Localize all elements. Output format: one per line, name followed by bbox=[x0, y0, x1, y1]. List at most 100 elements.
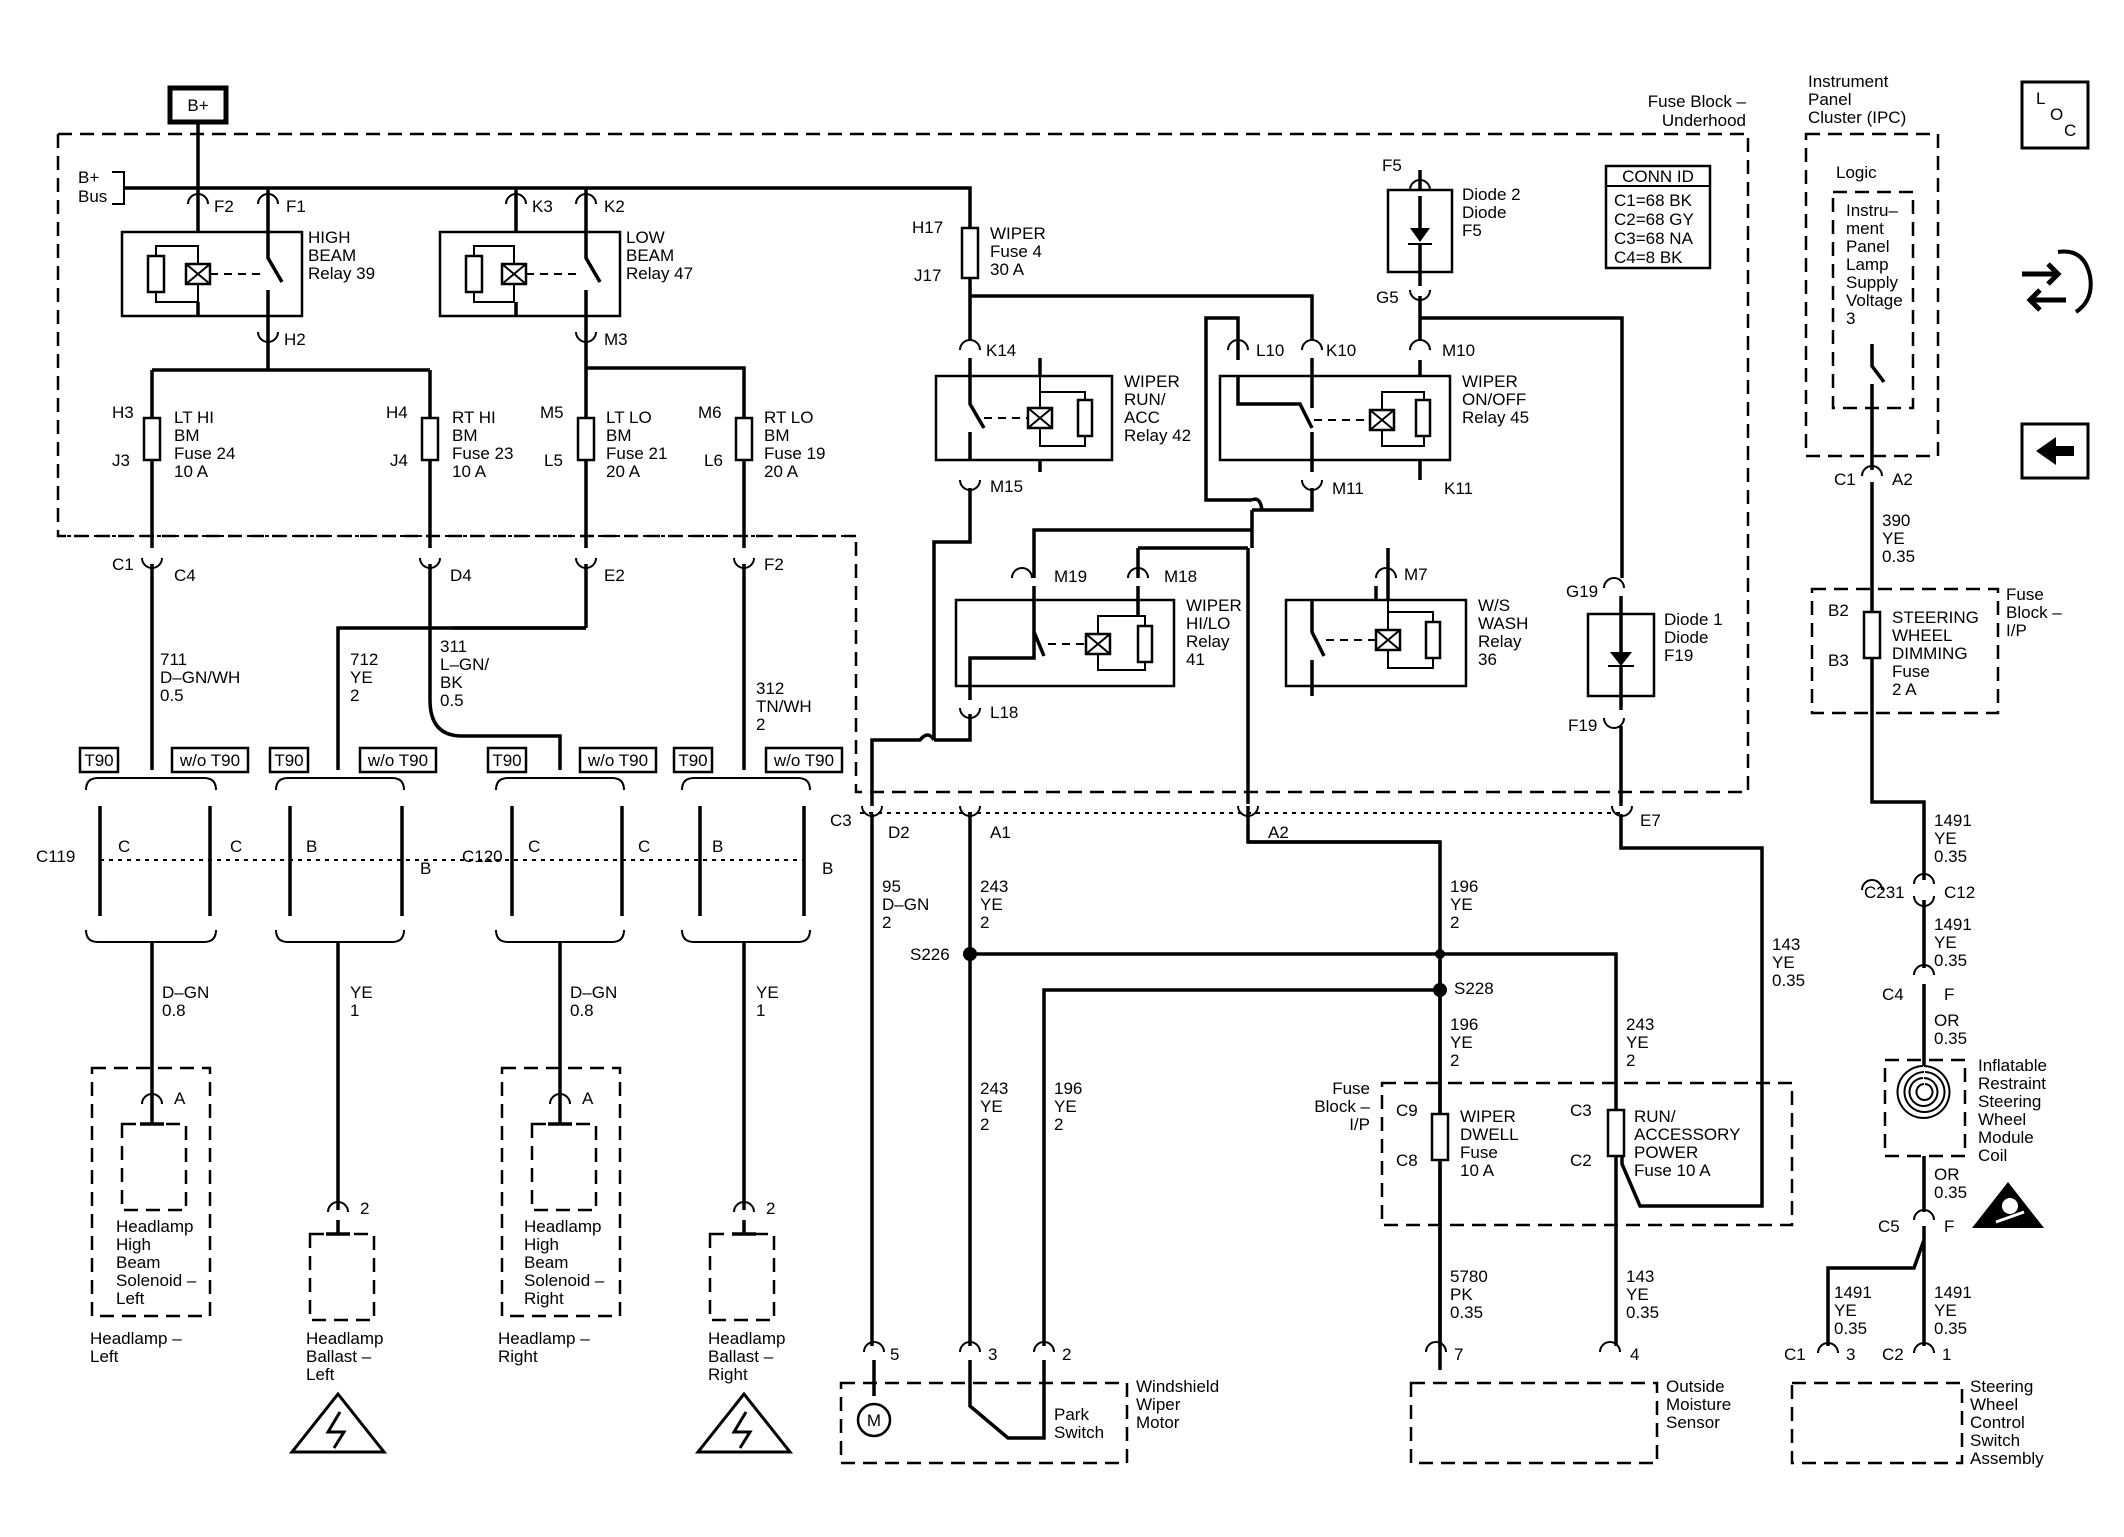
diode1-label-2: Diode bbox=[1664, 628, 1708, 647]
wire-243b-1: 243 bbox=[1626, 1015, 1654, 1034]
headlamp-right-outline bbox=[500, 1066, 622, 1318]
conn-c119: C119 bbox=[36, 847, 75, 866]
headlamp-left-loc-1: Headlamp – bbox=[90, 1329, 182, 1348]
conn-c119-c-right: C bbox=[230, 837, 242, 856]
diode2-label-2: Diode bbox=[1462, 203, 1506, 222]
wire-5780-2: PK bbox=[1450, 1285, 1473, 1304]
fuse-lt-hi-pin-top: H3 bbox=[112, 403, 134, 422]
wire-712-1: 712 bbox=[350, 650, 378, 669]
conn-f-ipc: F bbox=[1944, 985, 1954, 1004]
wire-143b-2: YE bbox=[1626, 1285, 1649, 1304]
moisture-pin-4: 4 bbox=[1630, 1345, 1639, 1364]
wiper-motor-label-2: Wiper bbox=[1136, 1395, 1181, 1414]
airbag-coil-label-3: Steering bbox=[1978, 1092, 2041, 1111]
wire-1491c-2: YE bbox=[1834, 1301, 1857, 1320]
wire-243b-3: 2 bbox=[1626, 1051, 1635, 1070]
fuse-dwell-pin-bot: C8 bbox=[1396, 1151, 1418, 1170]
wire-243c-3: 2 bbox=[980, 1115, 989, 1134]
wiper-hilo-label-4: 41 bbox=[1186, 650, 1205, 669]
fuse-block-underhood-label-1: Fuse Block – bbox=[1648, 92, 1747, 111]
conn-f2: F2 bbox=[764, 555, 784, 574]
fb-ip-lower-label-2: Block – bbox=[1314, 1097, 1370, 1116]
conn-c1: C1 bbox=[112, 555, 134, 574]
diode1-pin-top: G19 bbox=[1566, 582, 1598, 601]
headlamp-right-loc-2: Right bbox=[498, 1347, 538, 1366]
wire-196a-1: 196 bbox=[1450, 877, 1478, 896]
moisture-sensor-outline bbox=[1409, 1381, 1659, 1465]
wire-95-3: 2 bbox=[882, 913, 891, 932]
ballast-right-loc-2: Ballast – bbox=[708, 1347, 774, 1366]
wiper-onoff-relay: L10 K10 M10 M11 K11 WIPER ON/OFF Relay 4… bbox=[1204, 316, 1529, 502]
wire-311-2: L–GN/ bbox=[440, 655, 489, 674]
wire-243c-2: YE bbox=[980, 1097, 1003, 1116]
motor-pin-5: 5 bbox=[890, 1345, 899, 1364]
swap-arrows-icon[interactable] bbox=[2022, 249, 2093, 314]
conn-c120-b-left: B bbox=[712, 837, 723, 856]
fuse-rt-lo-pin-bot: L6 bbox=[704, 451, 723, 470]
moisture-label-2: Moisture bbox=[1666, 1395, 1731, 1414]
fuse-runacc-label-3: POWER bbox=[1634, 1143, 1698, 1162]
locator-button[interactable]: L O C bbox=[2020, 80, 2090, 150]
wire-196c-3: 2 bbox=[1054, 1115, 1063, 1134]
high-voltage-icon bbox=[288, 1391, 388, 1454]
fuse-rt-lo-label-3: Fuse 19 bbox=[764, 444, 825, 463]
headlamp-right-label-2: High bbox=[524, 1235, 559, 1254]
fuse-lt-lo-pin-bot: L5 bbox=[544, 451, 563, 470]
conn-c1-switch: C1 bbox=[1784, 1345, 1806, 1364]
conn-c120: C120 bbox=[462, 847, 503, 866]
conn-c1-ipc: C1 bbox=[1834, 470, 1856, 489]
fuse-lt-hi-pin-bot: J3 bbox=[112, 451, 130, 470]
low-beam-pin-m3: M3 bbox=[604, 330, 628, 349]
fuse-rt-hi-label-4: 10 A bbox=[452, 462, 487, 481]
wiper-hilo-relay: M19 M18 L18 WIPER HI/LO Relay 41 bbox=[954, 567, 1242, 722]
wire-196b-3: 2 bbox=[1450, 1051, 1459, 1070]
wiper-onoff-label-2: ON/OFF bbox=[1462, 390, 1526, 409]
wiper-hilo-label-3: Relay bbox=[1186, 632, 1230, 651]
wiper-onoff-pin-k10: K10 bbox=[1326, 341, 1356, 360]
wire-1491b-1: 1491 bbox=[1934, 915, 1972, 934]
headlamp-right-label-5: Right bbox=[524, 1289, 564, 1308]
high-beam-pin-f2: F2 bbox=[214, 197, 234, 216]
bplus-bus-label-2: Bus bbox=[78, 187, 107, 206]
ipc-label-1: Instrument bbox=[1808, 72, 1889, 91]
airbag-coil-label-2: Restraint bbox=[1978, 1074, 2046, 1093]
fb-ip-label-3: I/P bbox=[2006, 621, 2027, 640]
fuse-steer-label-1: STEERING bbox=[1892, 608, 1979, 627]
wiper-onoff-pin-k11: K11 bbox=[1444, 479, 1473, 498]
airbag-coil-label-1: Inflatable bbox=[1978, 1056, 2047, 1075]
moisture-label-3: Sensor bbox=[1666, 1413, 1720, 1432]
motor-symbol: M bbox=[867, 1411, 881, 1430]
wiper-hilo-pin-l18: L18 bbox=[990, 703, 1018, 722]
headlamp-left-pin: A bbox=[174, 1089, 186, 1108]
fuse-rt-hi: H4 J4 RT HI BM Fuse 23 10 A bbox=[386, 403, 513, 548]
wire-196b-1: 196 bbox=[1450, 1015, 1478, 1034]
low-beam-relay: LOW BEAM Relay 47 K3 K2 M3 bbox=[438, 188, 693, 350]
wire-390-1: 390 bbox=[1882, 511, 1910, 530]
fuse-steer-label-2: WHEEL bbox=[1892, 626, 1952, 645]
fuse-rt-hi-pin-bot: J4 bbox=[390, 451, 408, 470]
conn-c120-c-left: C bbox=[528, 837, 540, 856]
wire-ye-2a: YE bbox=[756, 983, 779, 1002]
wire-1491a-1: 1491 bbox=[1934, 811, 1972, 830]
airbag-coil-label-6: Coil bbox=[1978, 1146, 2007, 1165]
ipc-supply-1: Instru– bbox=[1846, 201, 1899, 220]
fuse-rt-lo-label-4: 20 A bbox=[764, 462, 799, 481]
wire-ye-1b: 1 bbox=[350, 1001, 359, 1020]
fuse-runacc-label-4: Fuse 10 A bbox=[1634, 1161, 1711, 1180]
fuse-dwell-label-2: DWELL bbox=[1460, 1125, 1519, 1144]
headlamp-right-inner bbox=[530, 1122, 598, 1212]
headlamp-left-loc-2: Left bbox=[90, 1347, 119, 1366]
moisture-pin-7: 7 bbox=[1454, 1345, 1463, 1364]
conn-a2: A2 bbox=[1268, 823, 1289, 842]
wire-or2-2: 0.35 bbox=[1934, 1183, 1967, 1202]
wire-711-1: 711 bbox=[160, 650, 187, 669]
wire-390-2: YE bbox=[1882, 529, 1905, 548]
wire-dgn-1a: D–GN bbox=[162, 983, 209, 1002]
fb-ip-lower-label-3: I/P bbox=[1349, 1115, 1370, 1134]
wire-1491b-3: 0.35 bbox=[1934, 951, 1967, 970]
back-arrow-icon[interactable] bbox=[2020, 422, 2090, 480]
airbag-coil-outline bbox=[1883, 1058, 1967, 1158]
fuse-dwell-pin-top: C9 bbox=[1396, 1101, 1418, 1120]
wire-311-3: BK bbox=[440, 673, 463, 692]
conn-id-box: CONN ID C1=68 BK C2=68 GY C3=68 NA C4=8 … bbox=[1604, 164, 1712, 270]
